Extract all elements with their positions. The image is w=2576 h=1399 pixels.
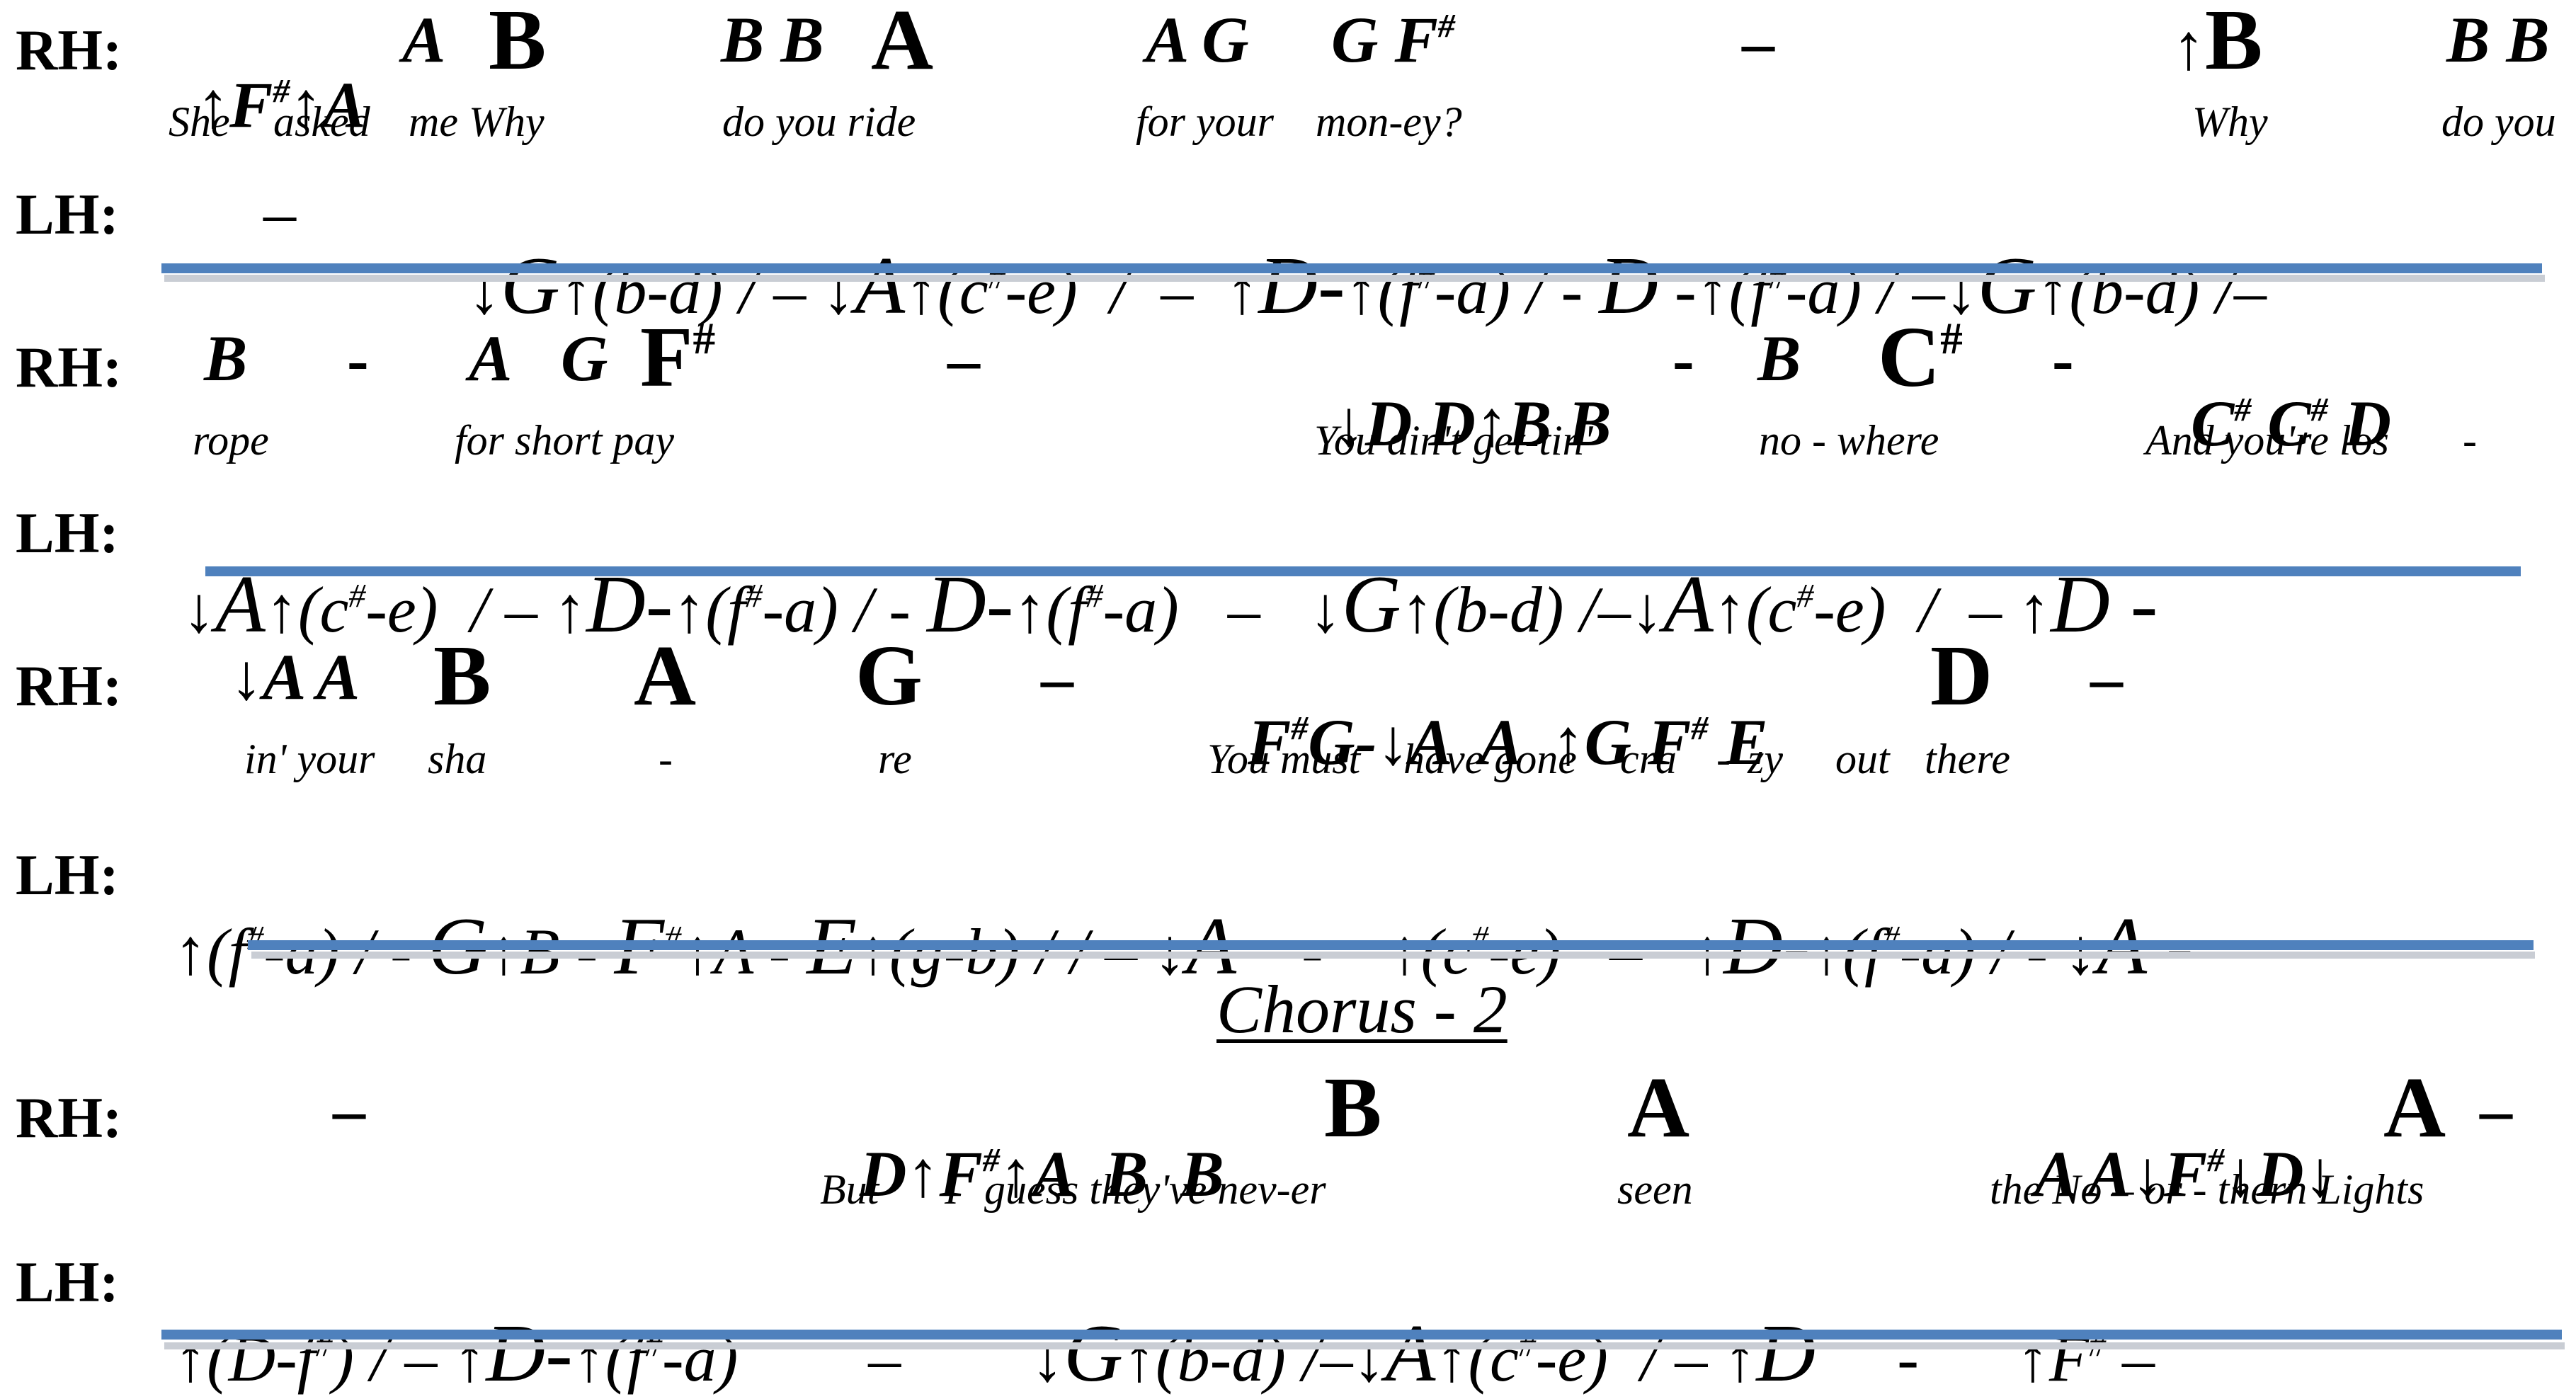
- lyric: guess they've nev-er: [984, 1166, 1326, 1213]
- staff-bar: [205, 566, 2521, 576]
- rh-label: RH:: [16, 1085, 122, 1150]
- rh-rest: –: [2480, 1074, 2512, 1146]
- rh-notes: F#G-↓A A ↑G F# E: [1248, 706, 1768, 778]
- lyric: She: [169, 98, 230, 145]
- lyric: out: [1835, 736, 1890, 782]
- lh-chords-row1: ↓G↑(b-d) / – ↓A↑(c#-e) / – ↑D-↑(f#-a) / …: [468, 241, 2267, 331]
- rh-notes: D↑F#↑A B B: [860, 1138, 1224, 1210]
- rh-note: A G: [1146, 4, 1249, 76]
- rh-note-accent: B: [1324, 1060, 1382, 1155]
- lyric: the No – or - thern Lights: [1990, 1166, 2424, 1213]
- lyric: for your: [1136, 98, 1274, 145]
- lyric: You must: [1207, 736, 1361, 782]
- lyric: sha: [428, 736, 487, 782]
- lyric: Why: [2192, 98, 2268, 145]
- rh-rest: –: [2090, 642, 2123, 714]
- lyric: do you: [2441, 98, 2556, 145]
- lh-chords-row3: ↑(f#-a) / - G↑B - F#↑A - E↑(g-b) / / – ↓…: [174, 906, 2194, 988]
- rh-note: G F#: [1331, 4, 1455, 76]
- staff-bar-shadow: [164, 275, 2545, 282]
- rh-note: G: [561, 322, 608, 394]
- rh-note: B B: [2446, 4, 2550, 76]
- staff-bar: [161, 1330, 2562, 1340]
- lh-label: LH:: [16, 182, 119, 246]
- lyric: rope: [193, 417, 269, 464]
- rh-note-accent: A: [871, 0, 934, 88]
- staff-bar: [248, 940, 2534, 950]
- lyric: in' your: [244, 736, 375, 782]
- lyric: re: [878, 736, 912, 782]
- lyric: do you ride: [722, 98, 916, 145]
- chorus-title: Chorus - 2: [1216, 971, 1508, 1047]
- lh-label: LH:: [16, 843, 119, 907]
- rh-note: A: [402, 4, 446, 76]
- rh-note-accent: D: [1930, 628, 1993, 724]
- lyric: -: [1716, 736, 1731, 782]
- rh-note-accent: ↑B: [2172, 0, 2263, 88]
- lyric: But: [820, 1166, 879, 1213]
- rh-notes: C# C# D: [2191, 387, 2392, 459]
- rh-note-accent: A: [634, 628, 697, 724]
- lyric: -: [659, 736, 673, 782]
- rh-label: RH:: [16, 653, 122, 718]
- rh-notes: ↓D D↑B B: [1333, 387, 1612, 459]
- lyric: And you're los: [2145, 417, 2389, 464]
- staff-bar-shadow: [251, 952, 2535, 959]
- lyric: mon-ey?: [1316, 98, 1462, 145]
- staff-bar-shadow: [164, 1342, 2565, 1349]
- lh-label: LH:: [16, 501, 119, 565]
- lh-chords-row2: ↓A↑(c#-e) / – ↑D-↑(f#-a) / - D-↑(f#-a) –…: [183, 559, 2158, 650]
- rh-tie: -: [2052, 324, 2074, 396]
- lh-label: LH:: [16, 1250, 119, 1314]
- lyric: You ain't get-tin': [1314, 417, 1593, 464]
- lyric: for short pay: [455, 417, 675, 464]
- lyric: cra: [1620, 736, 1677, 782]
- rh-note-accent: B: [489, 0, 547, 88]
- rh-rest: –: [333, 1074, 365, 1146]
- rh-tie: -: [347, 324, 369, 396]
- rh-rest: –: [1041, 642, 1073, 714]
- rh-note-accent: A: [1627, 1060, 1690, 1155]
- rh-label: RH:: [16, 18, 122, 82]
- lyric: -: [2463, 417, 2477, 464]
- staff-bar: [161, 263, 2542, 273]
- rh-rest: –: [947, 324, 980, 396]
- rh-notes-row1: ↑F#↑A: [197, 69, 366, 141]
- lyric: seen: [1617, 1166, 1693, 1213]
- rh-note-accent: G: [855, 628, 923, 724]
- rh-note: B B: [721, 4, 824, 76]
- rh-rest: –: [1742, 6, 1774, 79]
- rh-note-accent: C#: [1878, 309, 1963, 405]
- rh-label: RH:: [16, 335, 122, 399]
- lyric: me Why: [409, 98, 545, 145]
- lyric: there: [1925, 736, 2011, 782]
- rh-note-accent: A: [2383, 1060, 2446, 1155]
- lh-chords-row4: ↑(D-f#) / – ↑D-↑(f#-a) – ↓G↑(b-d) /–↓A↑(…: [174, 1308, 2155, 1399]
- rh-notes: A A↓F#↓D↓: [2034, 1138, 2337, 1210]
- rh-note-accent: B: [433, 628, 491, 724]
- rh-note: B: [204, 322, 248, 394]
- lh-rest: –: [263, 176, 296, 249]
- lyric: zy: [1748, 736, 1783, 782]
- rh-tie: -: [1672, 324, 1694, 396]
- rh-notes: ↓A A: [230, 641, 360, 713]
- lyric: asked: [273, 98, 370, 145]
- lyric: have gone: [1403, 736, 1577, 782]
- rh-note: A: [469, 322, 513, 394]
- rh-note-accent: F#: [640, 309, 716, 405]
- lyric: I: [945, 1166, 959, 1213]
- rh-note: B: [1757, 322, 1801, 394]
- lyric: no - where: [1759, 417, 1939, 464]
